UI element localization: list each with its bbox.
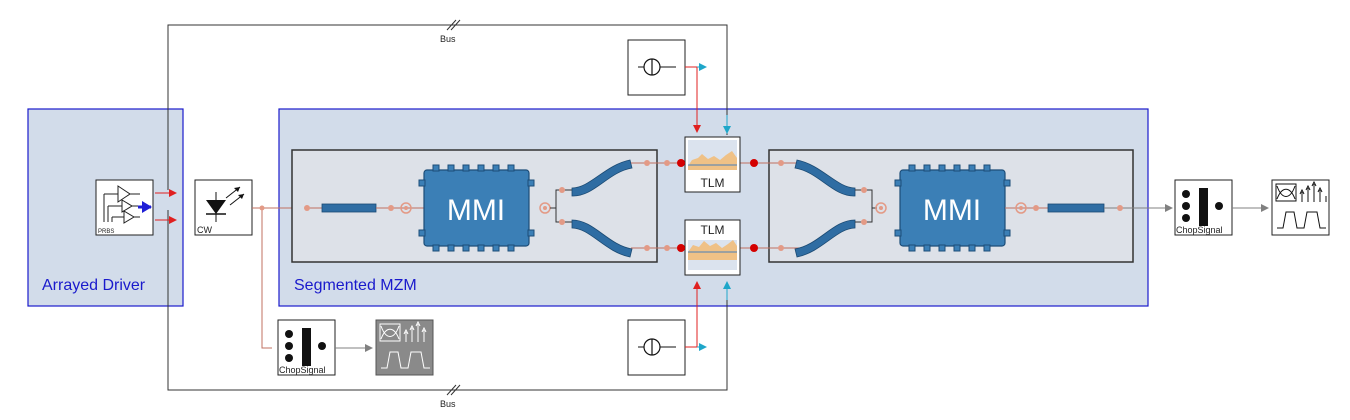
tlm-bottom-label: TLM: [701, 223, 725, 237]
splitter-left[interactable]: [539, 159, 685, 258]
cw-laser-block[interactable]: CW: [194, 179, 253, 236]
bus-wire: [167, 19, 728, 396]
mmi-right[interactable]: MMI: [894, 164, 1011, 252]
cw-label: CW: [197, 225, 212, 235]
mmi-right-label: MMI: [923, 194, 981, 227]
mmi-left-label: MMI: [447, 194, 505, 227]
bus-label-top: Bus: [440, 34, 456, 44]
bias-bottom-wires: [685, 281, 731, 351]
bus-label-bottom: Bus: [440, 399, 456, 409]
mmi-left[interactable]: MMI: [418, 164, 535, 252]
signal-analyzer-right[interactable]: [1271, 179, 1330, 236]
prbs-driver-block[interactable]: PRBS: [95, 179, 154, 236]
chopsignal-bottom-label: ChopSignal: [279, 365, 326, 375]
tlm-top[interactable]: TLM: [684, 136, 741, 193]
bias-top-wires: [685, 63, 731, 134]
signal-analyzer-bottom[interactable]: [375, 319, 434, 376]
tlm-red-nodes: [677, 159, 758, 252]
splitter-right[interactable]: [740, 159, 887, 258]
bias-source-bottom[interactable]: [627, 319, 686, 376]
chopsignal-right-label: ChopSignal: [1176, 225, 1223, 235]
driver-outputs: [155, 189, 177, 224]
arrayed-driver-label: Arrayed Driver: [42, 277, 146, 294]
segmented-mzm-label: Segmented MZM: [294, 277, 417, 294]
tlm-bottom[interactable]: TLM: [684, 219, 741, 276]
prbs-label: PRBS: [98, 229, 114, 235]
bias-source-top[interactable]: [627, 39, 686, 96]
chopsignal-right[interactable]: ChopSignal: [1174, 179, 1233, 236]
tlm-top-label: TLM: [701, 176, 725, 190]
chopsignal-bottom[interactable]: ChopSignal: [277, 319, 336, 376]
arrayed-driver-group[interactable]: Arrayed Driver: [27, 108, 184, 307]
output-waveguide[interactable]: [1005, 202, 1173, 214]
